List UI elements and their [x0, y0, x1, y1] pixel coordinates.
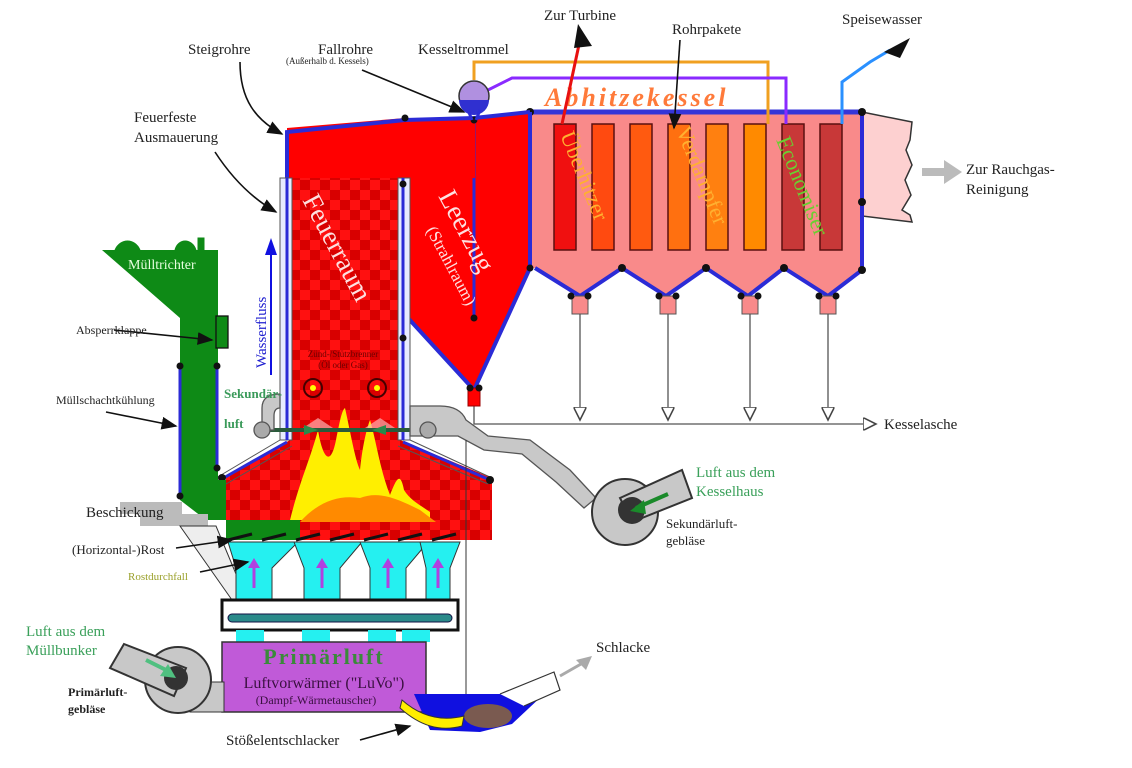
ash-conveyor	[227, 613, 453, 623]
furnace: Feuerraum Zünd-/Stützbrenner (Öl oder Ga…	[215, 110, 531, 540]
lower-air-boxes	[236, 630, 430, 642]
burner-icons	[303, 378, 387, 398]
rohrpakete-label: Rohrpakete	[672, 22, 741, 38]
steigrohre-label: Steigrohre	[188, 42, 251, 58]
primaerluft-label: Primärluft	[263, 644, 384, 669]
flames-icon	[290, 408, 436, 522]
speisewasser-arrowhead	[884, 38, 910, 58]
secondary-air-fan	[591, 468, 694, 546]
zur-turbine-arrowhead	[574, 24, 592, 48]
sekundaerluft-label-2: luft	[224, 416, 244, 431]
luft-kesselhaus-label-1: Luft aus dem	[696, 465, 775, 481]
feuerfeste-label-1: Feuerfeste	[134, 110, 197, 126]
muelltrichter-label: Mülltrichter	[128, 258, 196, 273]
slag-discharger	[399, 671, 561, 732]
waste-hopper: Mülltrichter	[102, 237, 300, 540]
muellschachtkuehlung-label: Müllschachtkühlung	[56, 393, 155, 407]
ash-hoppers	[571, 295, 837, 315]
fallrohre-label: Fallrohre	[318, 42, 373, 58]
rauchgas-label-2: Reinigung	[966, 182, 1029, 198]
fallrohre-note-label: (Außerhalb d. Kessels)	[286, 56, 369, 66]
rostdurchfall-label: Rostdurchfall	[128, 571, 188, 583]
radiation-pass: Leerzug (Strahlraum)	[405, 112, 534, 407]
abhitzekessel-label: Abhitzekessel	[543, 83, 728, 112]
zur-turbine-label: Zur Turbine	[544, 8, 616, 24]
annotation-arrows	[105, 39, 682, 741]
grate-air-arrows	[252, 565, 440, 588]
stoesselentschlacker-label: Stößelentschlacker	[226, 733, 339, 749]
ash-lines	[473, 314, 876, 424]
primaerluft-geblaese-label-2: gebläse	[68, 702, 106, 716]
sekundaerluft-geblaese-label-1: Sekundärluft-	[666, 516, 737, 531]
speisewasser-label: Speisewasser	[842, 12, 922, 28]
kesselasche-label: Kesselasche	[884, 417, 958, 433]
feeding-ram	[120, 502, 208, 526]
grate-bars	[227, 532, 457, 542]
furnace-top	[287, 118, 475, 178]
wasserfluss-label: Wasserfluss	[254, 297, 270, 368]
absperrklappe-label: Absperrklappe	[76, 323, 147, 337]
tube-bundles	[553, 123, 843, 251]
dampf-waermetauscher-label: (Dampf-Wärmetauscher)	[256, 693, 377, 707]
sekundaerluft-label-1: Sekundär-	[224, 386, 282, 401]
luft-kesselhaus-label-2: Kesselhaus	[696, 484, 764, 500]
boiler-drum	[458, 80, 490, 121]
primary-air-fan	[108, 642, 225, 714]
leerzug-body	[405, 112, 530, 390]
water-flow-arrow	[265, 238, 277, 375]
luvo-label: Luftvorwärmer ("LuVo")	[244, 675, 405, 692]
rost-label: (Horizontal-)Rost	[72, 542, 165, 557]
kesseltrommel-label: Kesseltrommel	[418, 42, 509, 58]
air-preheater: Primärluft Luftvorwärmer ("LuVo") (Dampf…	[221, 641, 427, 713]
primaerluft-geblaese-label-1: Primärluft-	[68, 685, 127, 699]
secondary-air-ducts	[253, 393, 597, 509]
sekundaerluft-geblaese-label-2: gebläse	[666, 533, 705, 548]
rauchgas-label-1: Zur Rauchgas-	[966, 162, 1055, 178]
steam-circuit	[472, 39, 891, 125]
waste-heat-boiler: Abhitzekessel Überhitzer Verdampfer Econ…	[526, 83, 914, 315]
flue-gas-outlet	[861, 111, 914, 223]
luft-muellbunker-label-2: Müllbunker	[26, 643, 97, 659]
muelltrichter-body	[102, 250, 300, 540]
grate-air-boxes	[227, 541, 461, 601]
brenner-label-2: (Öl oder Gas)	[318, 360, 367, 370]
luft-muellbunker-label-1: Luft aus dem	[26, 624, 105, 640]
feuerfeste-label-2: Ausmauerung	[134, 130, 219, 146]
beschickung-label: Beschickung	[86, 505, 164, 521]
brenner-label-1: Zünd-/Stützbrenner	[308, 349, 378, 359]
rauchgas-arrow	[922, 160, 962, 184]
schlacke-label: Schlacke	[596, 640, 650, 656]
